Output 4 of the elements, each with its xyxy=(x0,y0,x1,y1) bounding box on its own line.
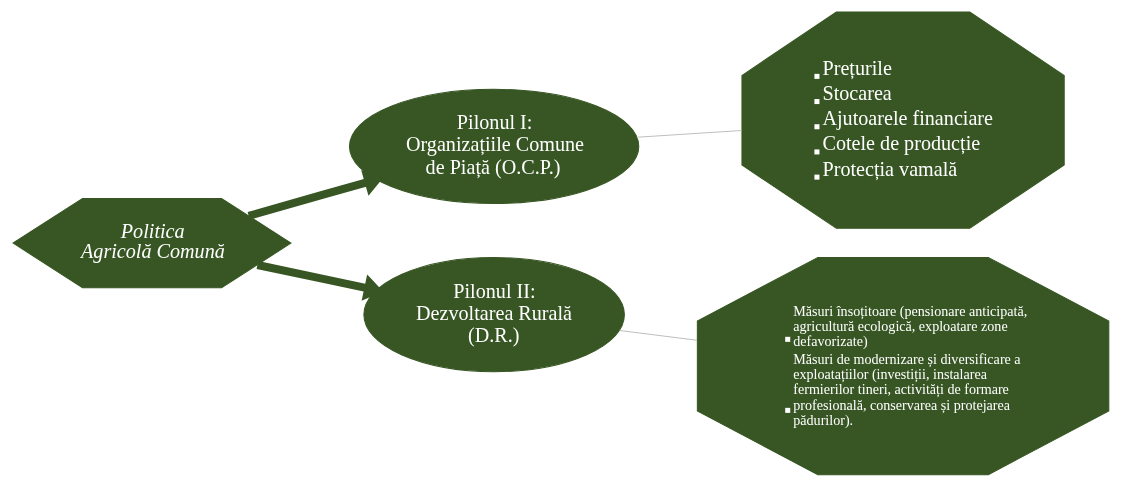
arrow xyxy=(247,170,383,220)
node-ellipse: Pilonul I: Organizațiile Comune de Piață (O.C.P.) xyxy=(348,88,639,204)
connector xyxy=(618,329,697,341)
connector xyxy=(635,130,742,138)
